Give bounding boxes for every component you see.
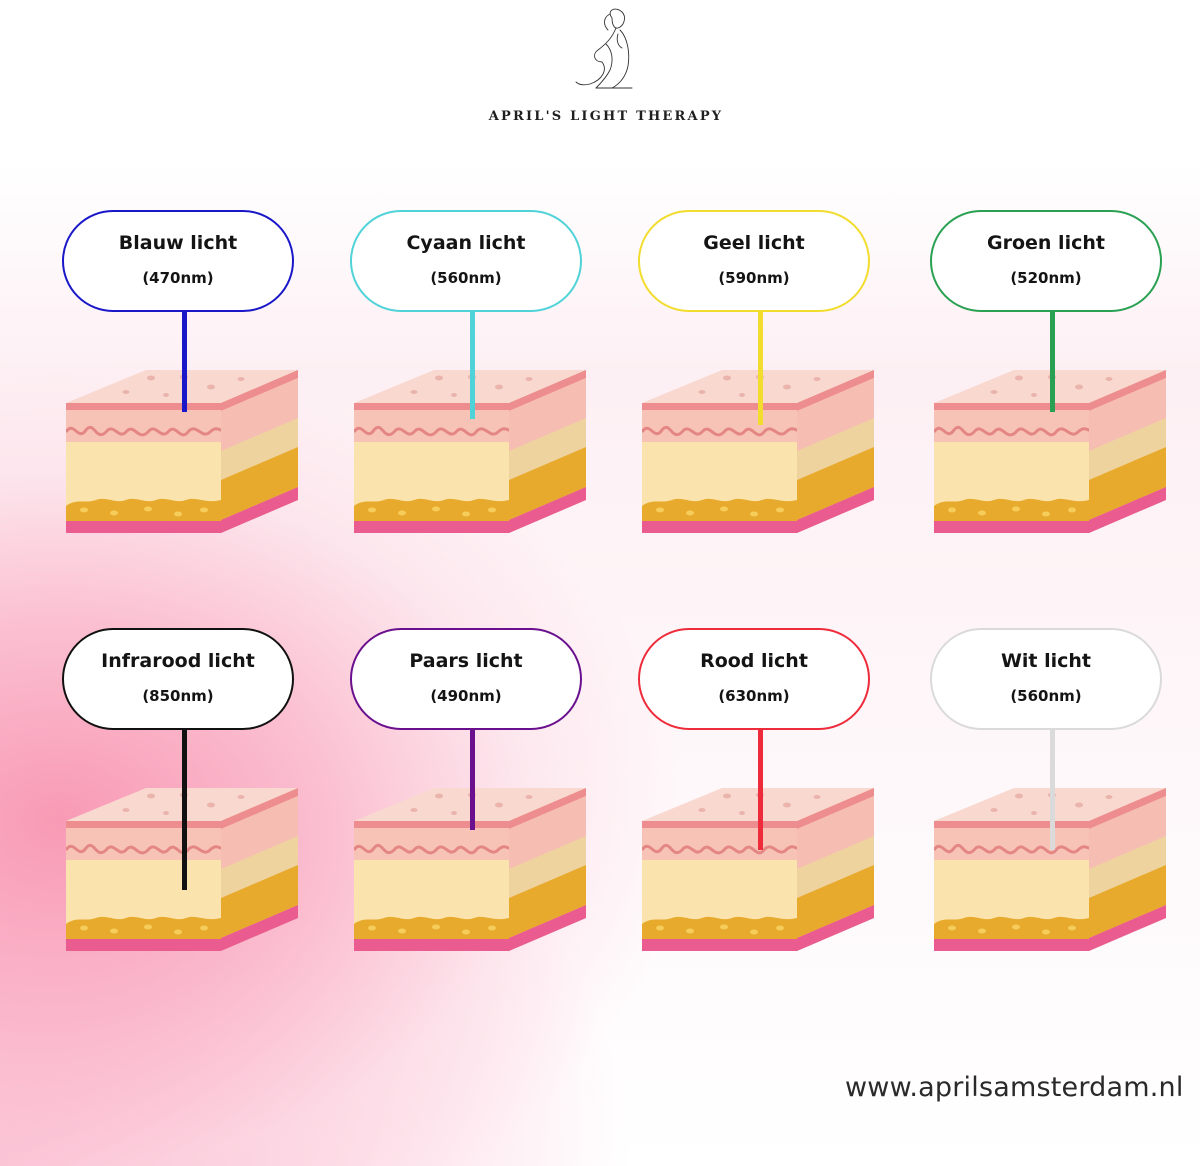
light-name: Paars licht bbox=[409, 650, 523, 672]
skin-layers-diagram bbox=[640, 370, 874, 555]
light-wavelength: (630nm) bbox=[718, 687, 790, 705]
light-label-pill: Cyaan licht (560nm) bbox=[350, 210, 582, 312]
skin-layers-diagram bbox=[64, 788, 298, 973]
light-label-pill: Paars licht (490nm) bbox=[350, 628, 582, 730]
woman-line-art-icon bbox=[575, 8, 633, 89]
light-penetration-line bbox=[1050, 312, 1055, 413]
skin-layers-diagram bbox=[932, 788, 1166, 973]
light-name: Geel licht bbox=[703, 232, 805, 254]
light-card: Wit licht (560nm) bbox=[930, 628, 1170, 973]
light-penetration-line bbox=[758, 730, 763, 850]
light-penetration-line bbox=[758, 312, 763, 425]
light-penetration-line bbox=[182, 730, 187, 890]
light-name: Groen licht bbox=[987, 232, 1105, 254]
light-card: Infrarood licht (850nm) bbox=[62, 628, 302, 973]
light-penetration-line bbox=[1050, 730, 1055, 850]
brand-name: APRIL'S LIGHT THERAPY bbox=[488, 109, 724, 124]
light-wavelength: (520nm) bbox=[1010, 269, 1082, 287]
light-card: Paars licht (490nm) bbox=[350, 628, 590, 973]
light-penetration-line bbox=[470, 312, 475, 420]
light-penetration-line bbox=[182, 312, 187, 413]
light-label-pill: Groen licht (520nm) bbox=[930, 210, 1162, 312]
light-label-pill: Blauw licht (470nm) bbox=[62, 210, 294, 312]
light-penetration-line bbox=[470, 730, 475, 831]
website-url[interactable]: www.aprilsamsterdam.nl bbox=[845, 1072, 1184, 1103]
light-card: Cyaan licht (560nm) bbox=[350, 210, 590, 555]
light-card: Rood licht (630nm) bbox=[638, 628, 878, 973]
light-label-pill: Wit licht (560nm) bbox=[930, 628, 1162, 730]
light-label-pill: Infrarood licht (850nm) bbox=[62, 628, 294, 730]
skin-layers-diagram bbox=[64, 370, 298, 555]
light-card: Groen licht (520nm) bbox=[930, 210, 1170, 555]
light-wavelength: (560nm) bbox=[430, 269, 502, 287]
light-name: Wit licht bbox=[1000, 650, 1092, 672]
light-name: Rood licht bbox=[700, 650, 808, 672]
light-wavelength: (850nm) bbox=[142, 687, 214, 705]
light-card: Geel licht (590nm) bbox=[638, 210, 878, 555]
light-wavelength: (560nm) bbox=[1010, 687, 1082, 705]
skin-layers-diagram bbox=[932, 370, 1166, 555]
brand-header: APRIL'S LIGHT THERAPY bbox=[0, 0, 1200, 140]
skin-layers-diagram bbox=[352, 788, 586, 973]
light-label-pill: Geel licht (590nm) bbox=[638, 210, 870, 312]
light-wavelength: (490nm) bbox=[430, 687, 502, 705]
light-label-pill: Rood licht (630nm) bbox=[638, 628, 870, 730]
light-card: Blauw licht (470nm) bbox=[62, 210, 302, 555]
light-wavelength: (470nm) bbox=[142, 269, 214, 287]
light-name: Infrarood licht bbox=[101, 650, 255, 672]
light-wavelength: (590nm) bbox=[718, 269, 790, 287]
light-name: Blauw licht bbox=[118, 232, 238, 254]
light-name: Cyaan licht bbox=[406, 232, 526, 254]
skin-layers-diagram bbox=[352, 370, 586, 555]
